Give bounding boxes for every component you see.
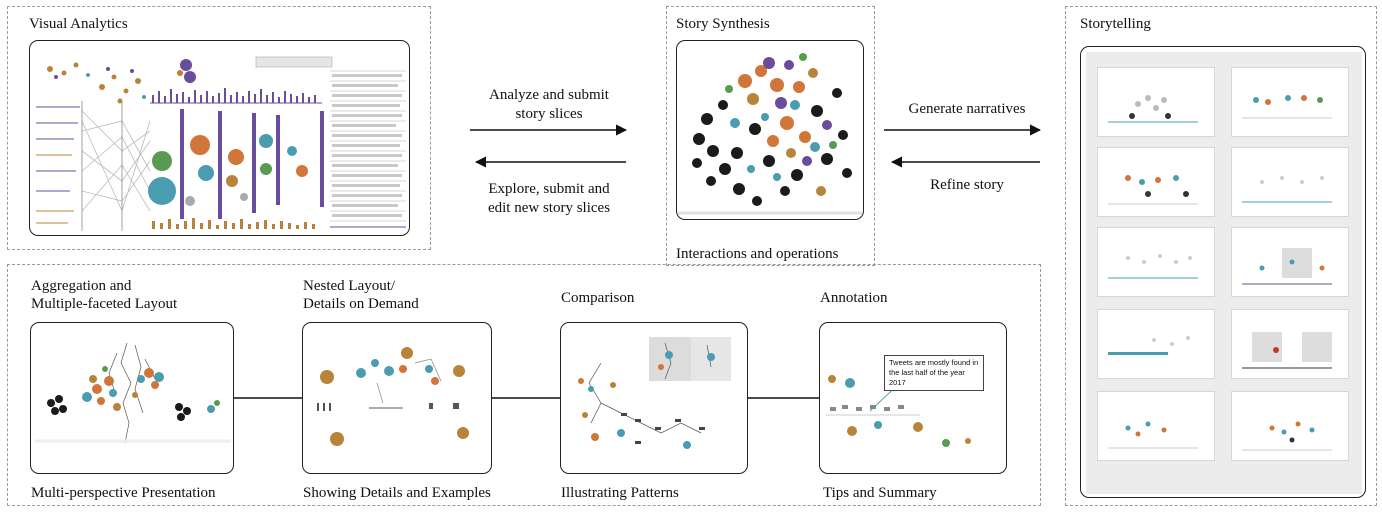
interactions-caption: Interactions and operations bbox=[676, 246, 839, 262]
dashboard-graphic bbox=[36, 56, 406, 231]
aggregation-card[interactable] bbox=[30, 322, 234, 474]
story-synthesis-panel bbox=[676, 40, 864, 220]
step-caption-nested: Showing Details and Examples bbox=[303, 485, 491, 501]
storytelling-title: Storytelling bbox=[1080, 16, 1151, 32]
story-slide[interactable] bbox=[1097, 391, 1215, 461]
generate-label: Generate narratives bbox=[908, 101, 1026, 117]
step-title-comparison: Comparison bbox=[561, 290, 635, 306]
story-slide[interactable] bbox=[1231, 309, 1349, 379]
nested-layout-card[interactable] bbox=[302, 322, 492, 474]
story-slide[interactable] bbox=[1231, 391, 1349, 461]
annotation-tooltip: Tweets are mostly found in the last half… bbox=[884, 355, 984, 391]
step-caption-aggregation: Multi-perspective Presentation bbox=[31, 485, 216, 501]
operations-section bbox=[7, 264, 1041, 506]
story-slide[interactable] bbox=[1097, 227, 1215, 297]
visual-analytics-section bbox=[7, 6, 431, 250]
refine-label: Refine story bbox=[930, 177, 1004, 193]
step-title-nested: Nested Layout/ Details on Demand bbox=[303, 278, 419, 312]
comparison-card[interactable] bbox=[560, 322, 748, 474]
analyze-label: Analyze and submit story slices bbox=[489, 87, 609, 122]
visual-analytics-dashboard bbox=[29, 40, 410, 236]
story-synthesis-graph bbox=[677, 53, 863, 215]
storytelling-panel bbox=[1080, 46, 1366, 498]
story-slide[interactable] bbox=[1231, 147, 1349, 217]
step-title-aggregation: Aggregation and Multiple-faceted Layout bbox=[31, 278, 178, 312]
annotation-card[interactable]: Tweets are mostly found in the last half… bbox=[819, 322, 1007, 474]
story-slide[interactable] bbox=[1097, 67, 1215, 137]
story-synthesis-section bbox=[666, 6, 875, 266]
step-title-annotation: Annotation bbox=[820, 290, 888, 306]
story-slide[interactable] bbox=[1231, 227, 1349, 297]
step-caption-comparison: Illustrating Patterns bbox=[561, 485, 679, 501]
explore-label: Explore, submit and edit new story slice… bbox=[487, 181, 611, 216]
story-slide[interactable] bbox=[1097, 147, 1215, 217]
step-caption-annotation: Tips and Summary bbox=[823, 485, 937, 501]
visual-analytics-title: Visual Analytics bbox=[29, 16, 128, 32]
story-slide[interactable] bbox=[1097, 309, 1215, 379]
storytelling-section bbox=[1065, 6, 1377, 506]
story-synthesis-title: Story Synthesis bbox=[676, 16, 770, 32]
story-slide[interactable] bbox=[1231, 67, 1349, 137]
